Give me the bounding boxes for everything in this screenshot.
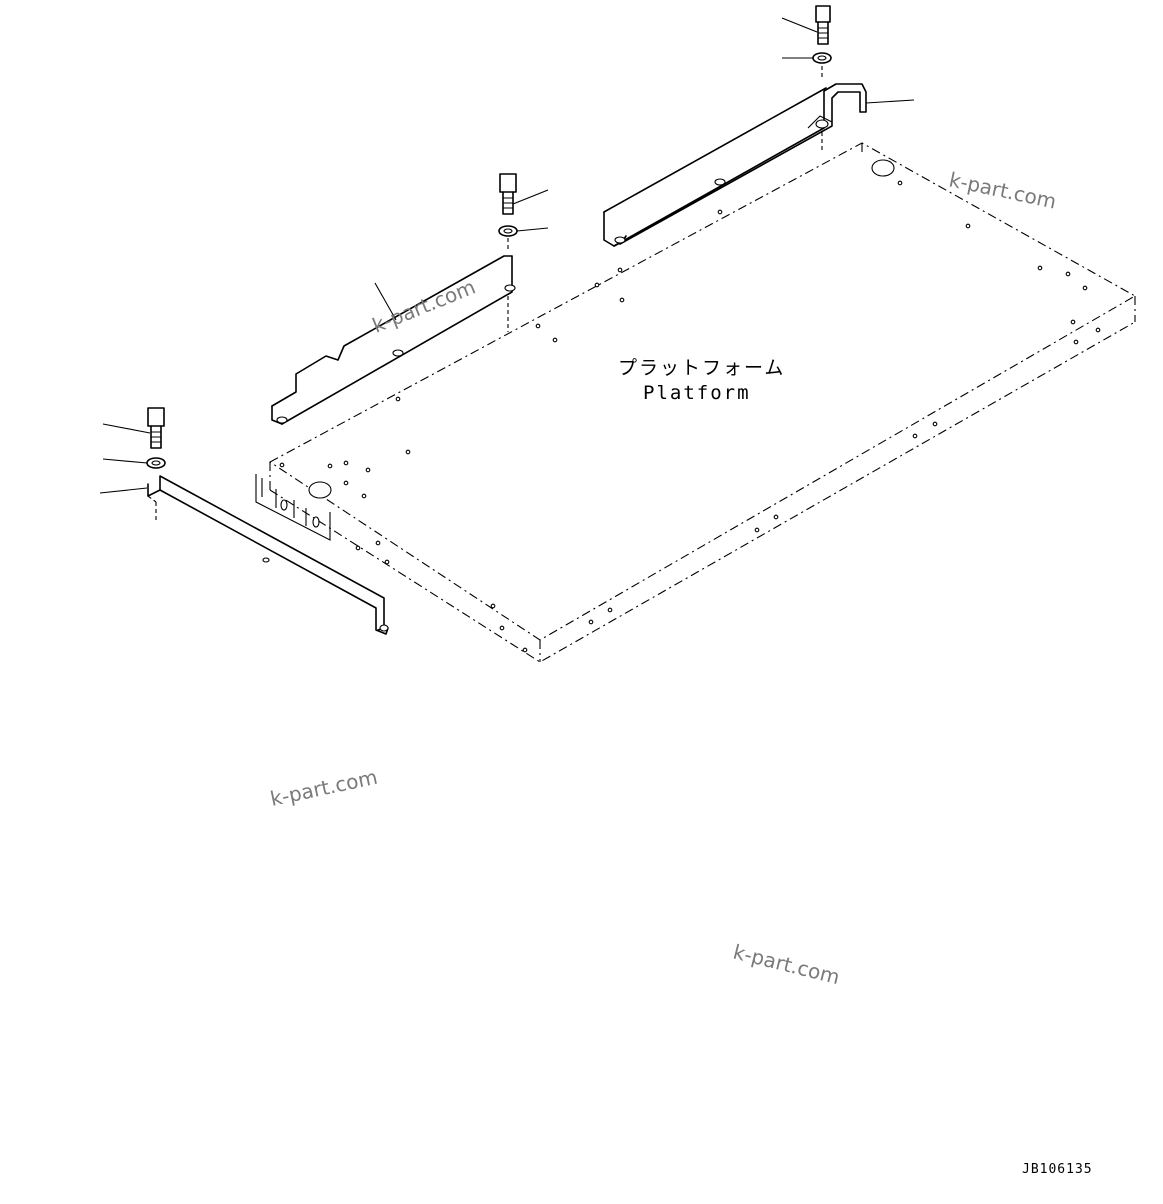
leader-lines: [99, 17, 915, 494]
right-cover-bracket: [603, 83, 867, 247]
middle-bolt: [499, 173, 517, 215]
platform-label-en: Platform: [643, 382, 751, 404]
watermark: k-part.com: [268, 765, 380, 811]
platform-label-jp: プラットフォーム: [618, 357, 785, 379]
left-bolt: [147, 407, 165, 449]
right-washer: [812, 52, 832, 64]
right-bolt: [815, 5, 831, 45]
watermark: k-part.com: [731, 940, 842, 990]
watermark: k-part.com: [369, 275, 479, 338]
middle-washer: [498, 225, 518, 237]
platform-holes: [279, 159, 1101, 653]
left-cover-bracket: [147, 475, 389, 635]
watermark: k-part.com: [947, 167, 1059, 213]
middle-cover-bracket: [271, 255, 516, 425]
platform-outline: [255, 142, 1137, 663]
left-washer: [146, 457, 166, 469]
drawing-code: JB106135: [1022, 1162, 1093, 1177]
